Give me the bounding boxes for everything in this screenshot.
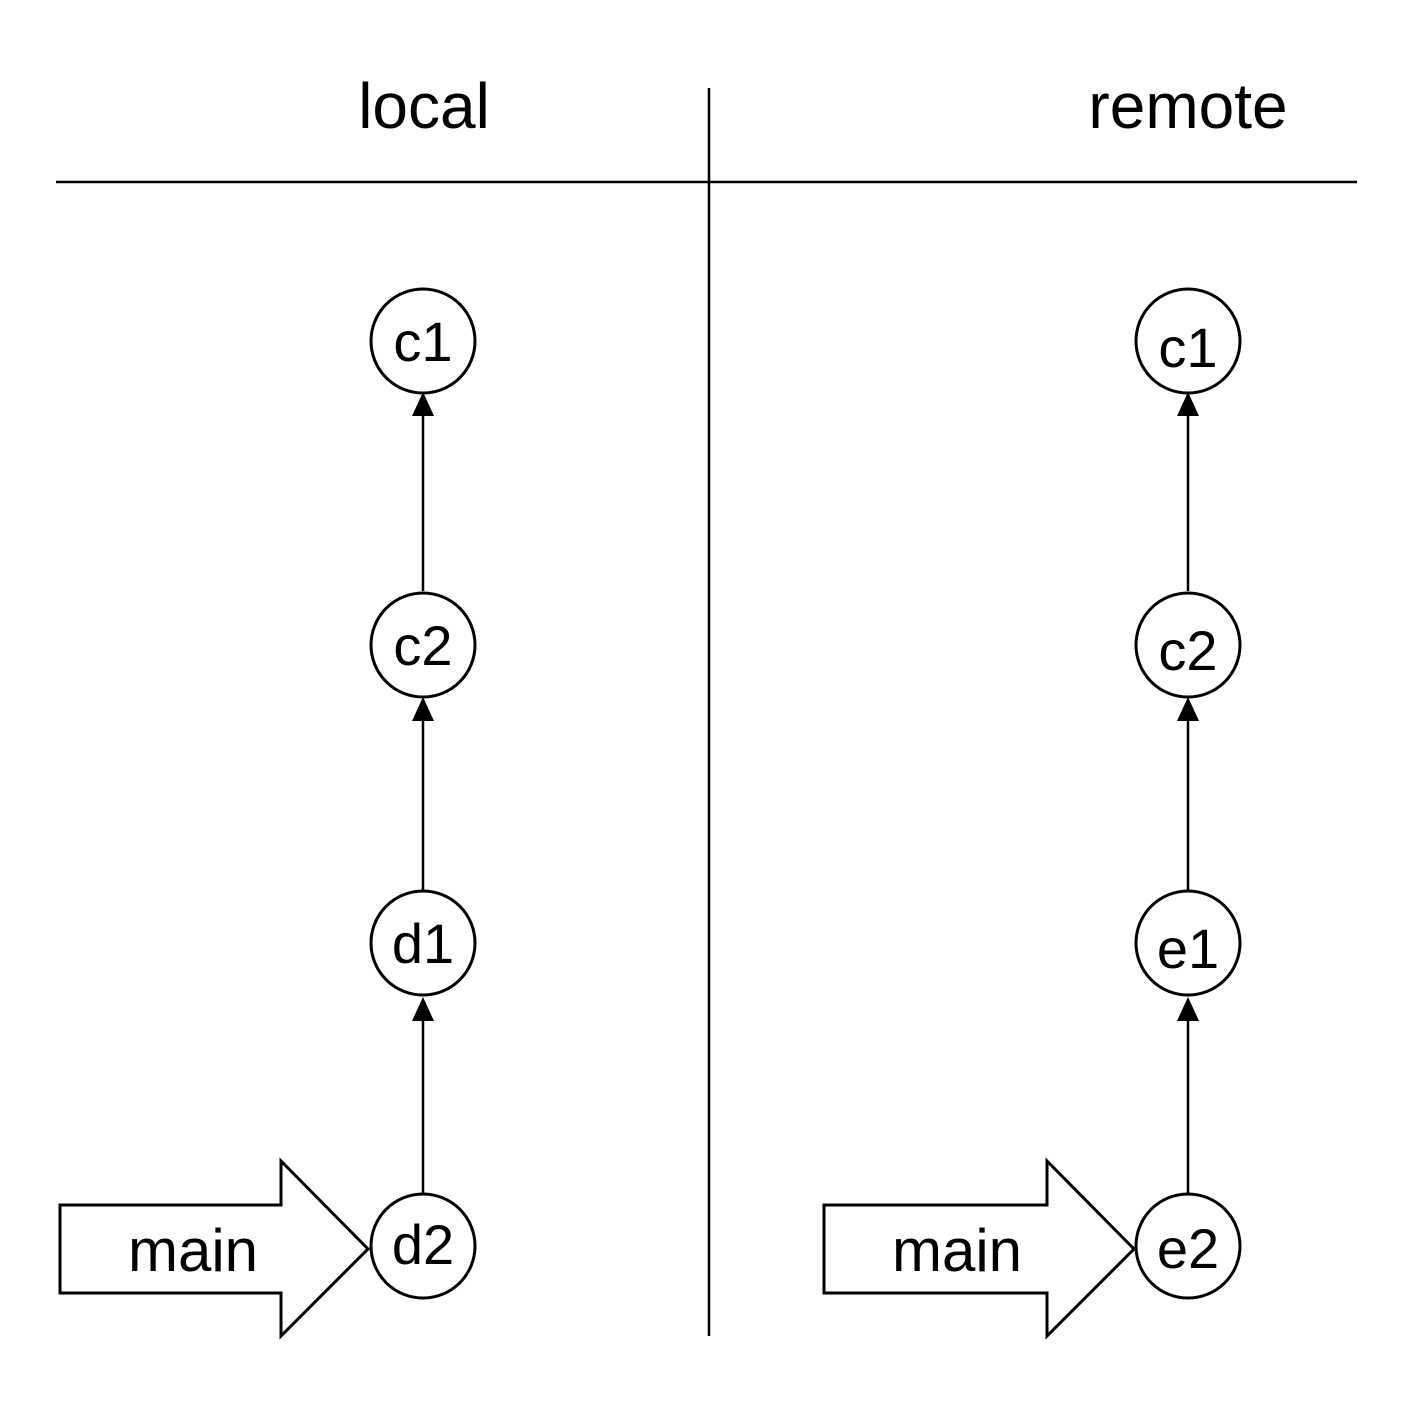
arrowhead-c1 <box>412 392 434 416</box>
commit-node: c1 <box>369 287 477 395</box>
arrowhead-c2 <box>412 697 434 721</box>
arrowhead-d1 <box>412 997 434 1021</box>
branch-label: main <box>128 1217 258 1284</box>
arrowhead-c2 <box>1177 697 1199 721</box>
branch-pointer-arrow: main <box>58 1157 371 1340</box>
remote-header: remote <box>1088 70 1287 142</box>
commit-node: e1 <box>1134 889 1242 997</box>
commit-label: d2 <box>392 1213 454 1276</box>
commit-label: c2 <box>1158 619 1217 682</box>
arrowhead-c1 <box>1177 392 1199 416</box>
remote-history: c1 c2 e1 e2 main <box>822 287 1242 1340</box>
local-header: local <box>358 70 490 142</box>
local-history: c1 c2 d1 d2 main <box>58 287 477 1340</box>
commit-label: e2 <box>1157 1217 1219 1280</box>
branch-label: main <box>892 1217 1022 1284</box>
commit-label: e1 <box>1157 917 1219 980</box>
commit-label: d1 <box>392 912 454 975</box>
commit-node: d1 <box>369 889 477 997</box>
commit-label: c1 <box>393 310 452 373</box>
commit-label: c1 <box>1158 316 1217 379</box>
commit-node: c2 <box>369 591 477 699</box>
commit-label: c2 <box>393 614 452 677</box>
commit-node: e2 <box>1134 1192 1242 1300</box>
commit-node: c2 <box>1134 591 1242 699</box>
commit-node: d2 <box>369 1192 477 1300</box>
commit-node: c1 <box>1134 287 1242 395</box>
arrowhead-e1 <box>1177 997 1199 1021</box>
branch-pointer-arrow: main <box>822 1157 1137 1340</box>
